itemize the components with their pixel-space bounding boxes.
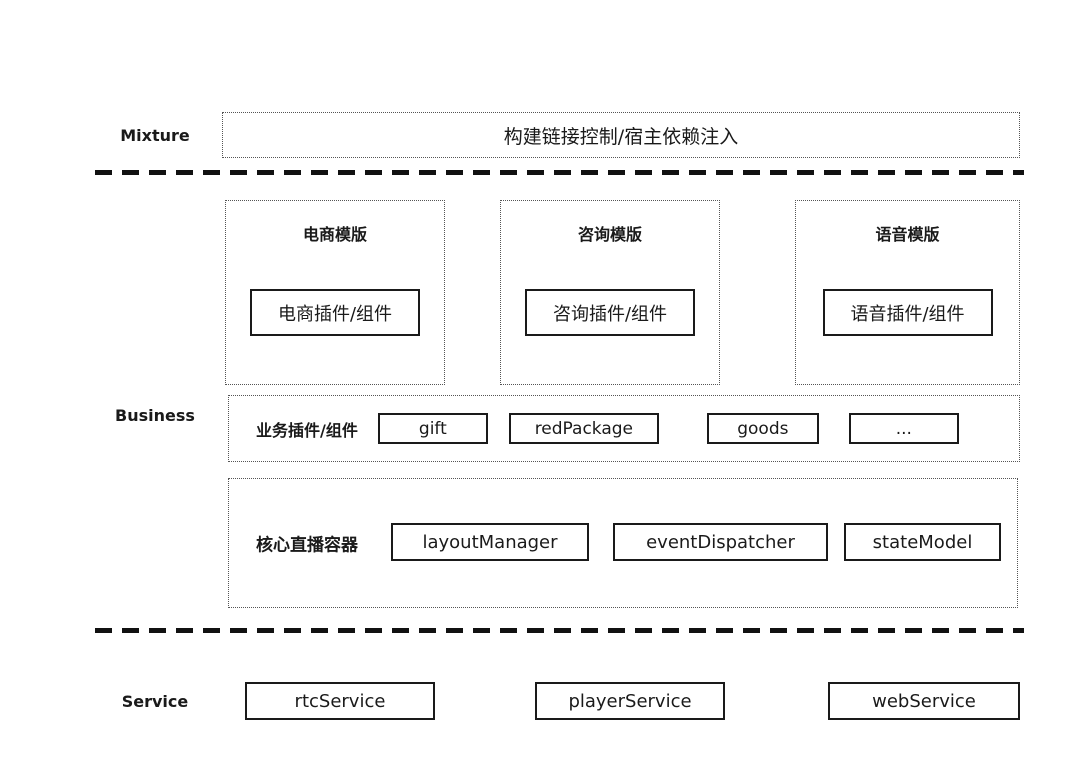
core-box-eventdispatcher: eventDispatcher (613, 523, 828, 561)
plugin-box-ecommerce: 电商插件/组件 (250, 289, 420, 336)
template-title-ecommerce: 电商模版 (302, 225, 367, 244)
layer-label-business: Business (115, 405, 195, 425)
core-container-label: 核心直播容器 (256, 535, 358, 556)
mixture-box: 构建链接控制/宿主依赖注入 (222, 112, 1020, 158)
core-box-layoutmanager: layoutManager (391, 523, 589, 561)
service-box-rtcservice: rtcService (245, 682, 435, 720)
core-container-row: 核心直播容器 layoutManager eventDispatcher sta… (228, 478, 1018, 608)
business-plugins-label: 业务插件/组件 (256, 420, 358, 440)
plugin-chip-gift: gift (377, 413, 488, 444)
plugin-box-voice: 语音插件/组件 (822, 289, 993, 336)
layer-label-mixture: Mixture (120, 125, 190, 145)
service-box-playerservice: playerService (535, 682, 725, 720)
dashed-separator-bottom (95, 628, 1024, 633)
core-box-statemodel: stateModel (844, 523, 1001, 561)
template-box-voice: 语音模版 语音插件/组件 (795, 200, 1020, 385)
template-box-ecommerce: 电商模版 电商插件/组件 (225, 200, 445, 385)
service-box-webservice: webService (828, 682, 1020, 720)
template-title-consult: 咨询模版 (577, 225, 642, 244)
dashed-separator-top (95, 170, 1024, 175)
plugin-chip-goods: goods (706, 413, 819, 444)
plugin-chip-more: ... (848, 413, 959, 444)
plugin-box-consult: 咨询插件/组件 (525, 289, 695, 336)
business-plugins-row: 业务插件/组件 gift redPackage goods ... (228, 395, 1020, 462)
plugin-chip-redpackage: redPackage (508, 413, 659, 444)
layer-label-service: Service (121, 691, 189, 711)
template-title-voice: 语音模版 (875, 225, 940, 244)
template-box-consult: 咨询模版 咨询插件/组件 (500, 200, 720, 385)
